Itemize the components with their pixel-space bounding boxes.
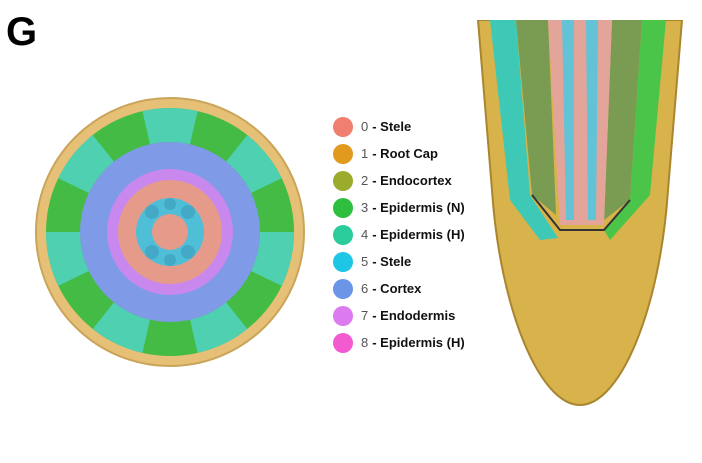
legend-swatch xyxy=(333,224,353,245)
legend-swatch xyxy=(333,332,353,353)
epidermis-cell xyxy=(142,108,198,145)
legend-swatch xyxy=(333,305,353,326)
epidermis-cells xyxy=(46,108,294,353)
legend-swatch xyxy=(333,197,353,218)
legend-label: - Endodermis xyxy=(372,308,456,323)
epidermis-cell xyxy=(58,135,114,193)
epidermis-cell xyxy=(92,302,150,353)
endocortex-boundary xyxy=(531,194,631,231)
legend-item: 6- Cortex xyxy=(333,275,465,302)
legend-swatch xyxy=(333,170,353,191)
panel-label: G xyxy=(6,10,38,54)
legend-swatch xyxy=(333,278,353,299)
legend-index: 3 xyxy=(361,200,369,215)
legend-item: 2- Endocortex xyxy=(333,167,465,194)
legend-index: 7 xyxy=(361,308,369,323)
legend-index: 6 xyxy=(361,281,369,296)
epidermis-h-left xyxy=(490,20,558,240)
root-cross-section-illustration xyxy=(35,97,305,367)
legend-item: 8- Epidermis (H) xyxy=(333,329,465,356)
epidermis-cell xyxy=(251,232,294,286)
endocortex-left xyxy=(516,20,556,215)
legend-label: - Endocortex xyxy=(372,173,452,188)
legend-item: 4- Epidermis (H) xyxy=(333,221,465,248)
legend-index: 1 xyxy=(361,146,369,161)
legend-swatch xyxy=(333,251,353,272)
legend-label: - Stele xyxy=(372,119,412,134)
epidermis-cell xyxy=(226,135,282,193)
legend-swatch xyxy=(333,143,353,164)
legend-label: - Cortex xyxy=(372,281,422,296)
legend-item: 1- Root Cap xyxy=(333,140,465,167)
epidermis-n-right xyxy=(604,20,666,240)
legend-item: 7- Endodermis xyxy=(333,302,465,329)
legend-index: 5 xyxy=(361,254,369,269)
root-tip-longitudinal-illustration xyxy=(476,20,684,407)
epidermis-cell xyxy=(190,302,248,353)
legend-label: - Root Cap xyxy=(372,146,438,161)
legend-item: 0- Stele xyxy=(333,113,465,140)
legend-label: - Epidermis (H) xyxy=(372,335,465,350)
legend-label: - Epidermis (H) xyxy=(372,227,465,242)
stele-inner-cells xyxy=(136,198,204,266)
legend-index: 0 xyxy=(361,119,369,134)
legend-item: 5- Stele xyxy=(333,248,465,275)
legend-label: - Stele xyxy=(372,254,412,269)
legend-item: 3- Epidermis (N) xyxy=(333,194,465,221)
legend-label: - Epidermis (N) xyxy=(372,200,465,215)
stele-strands xyxy=(562,20,598,220)
legend-index: 2 xyxy=(361,173,369,188)
legend-index: 8 xyxy=(361,335,369,350)
legend-index: 4 xyxy=(361,227,369,242)
endocortex-right xyxy=(604,20,642,220)
epidermis-cell xyxy=(46,232,89,286)
legend-swatch xyxy=(333,116,353,137)
